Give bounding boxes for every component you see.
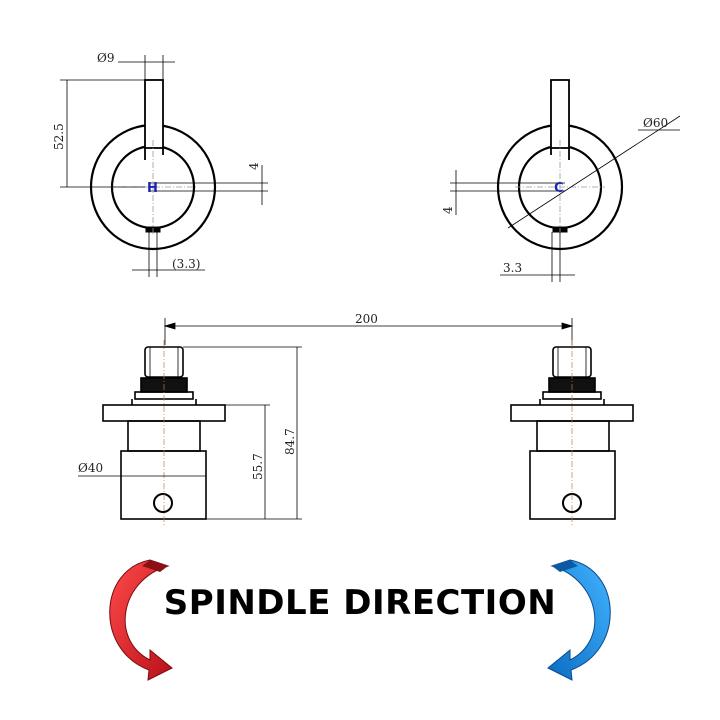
hot-diameter-40-label: Ø40 <box>78 461 103 475</box>
cold-handle-front-view <box>450 79 681 282</box>
cold-diameter-60-label: Ø60 <box>643 116 668 130</box>
hot-length-84-7-label: 84.7 <box>283 428 297 455</box>
spindle-direction-title: SPINDLE DIRECTION <box>163 583 557 623</box>
cold-mark-c: C <box>554 181 564 196</box>
hot-body-dimensions <box>78 346 302 520</box>
hot-mark-h: H <box>147 181 158 196</box>
hot-dim-3-3-label: (3.3) <box>172 257 200 271</box>
hot-lever-length-label: 52.5 <box>52 123 66 150</box>
hot-dim-4-label: 4 <box>247 162 261 170</box>
cold-valve-side-view <box>510 340 634 525</box>
cold-dim-3-3-label: 3.3 <box>503 261 522 275</box>
hot-rotation-arrow <box>109 559 173 681</box>
cold-rotation-arrow <box>547 559 611 681</box>
hot-diameter-9-label: Ø9 <box>97 51 114 65</box>
hot-handle-front-view <box>60 55 268 277</box>
hot-length-55-7-label: 55.7 <box>251 453 265 480</box>
cold-dim-4-label: 4 <box>441 206 455 214</box>
spacing-200-label: 200 <box>355 312 378 326</box>
hot-valve-side-view <box>102 340 226 525</box>
